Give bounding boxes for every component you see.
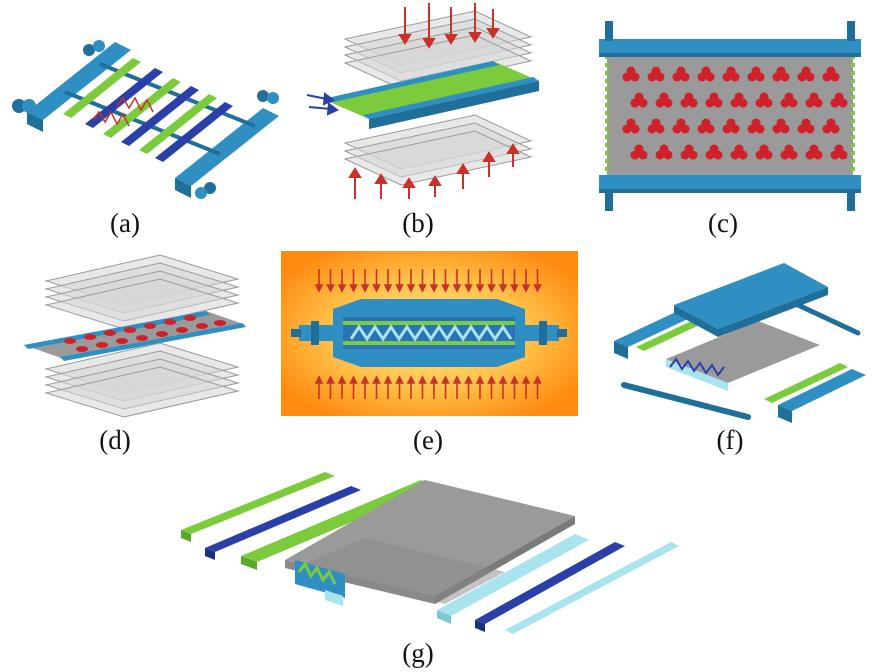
panel-c-label: (c) — [708, 208, 738, 238]
rail-green — [181, 472, 335, 534]
panel-g-illustration — [181, 472, 679, 634]
panel-f-illustration — [614, 263, 866, 423]
rail-navy-right — [475, 542, 625, 624]
panel-d — [10, 245, 260, 425]
panel-e-illustration — [281, 251, 578, 416]
core-strip — [85, 68, 163, 128]
rail-cyan-thin — [505, 542, 679, 634]
panel-c — [595, 15, 865, 215]
panel-a-label: (a) — [110, 208, 140, 238]
protrusion-grid — [622, 66, 848, 160]
panel-a — [5, 28, 295, 208]
panel-b-illustration — [306, 3, 539, 199]
panel-e-label: (e) — [413, 425, 443, 455]
clamp-bar-bottom — [599, 175, 861, 193]
panel-a-illustration — [12, 40, 279, 199]
panel-g-label: (g) — [402, 638, 434, 668]
core-strip — [121, 86, 199, 146]
rail-cyan — [437, 534, 589, 616]
panel-b-label: (b) — [402, 208, 434, 238]
core-strip — [139, 94, 217, 154]
panel-b — [305, 3, 565, 203]
clamp-bar-left — [27, 42, 131, 120]
top-plate — [674, 263, 828, 329]
panel-g — [175, 468, 685, 640]
panel-f-label: (f) — [716, 425, 744, 455]
panel-d-label: (d) — [99, 425, 131, 455]
panel-f — [608, 255, 873, 425]
panel-d-illustration — [24, 254, 246, 418]
core-strip — [63, 58, 141, 118]
clamp-bar-right — [175, 108, 279, 186]
clamp-bar-top — [599, 39, 861, 57]
rail-green-wide — [241, 480, 437, 562]
panel-c-illustration — [599, 21, 861, 211]
rail-navy — [205, 486, 361, 552]
core-strip — [155, 102, 233, 162]
panel-e — [281, 251, 578, 416]
